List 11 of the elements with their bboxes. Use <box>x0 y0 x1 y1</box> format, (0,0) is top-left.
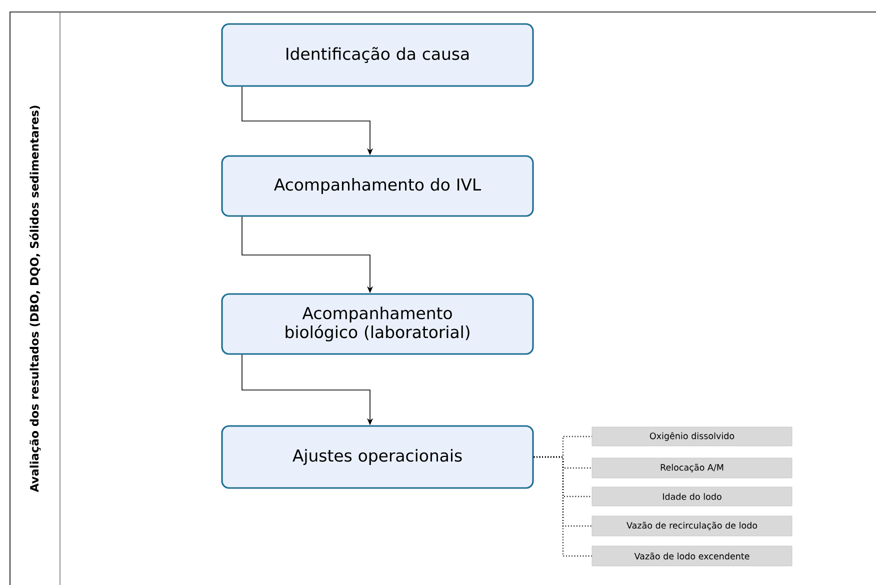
dotted-connector <box>534 456 592 557</box>
option-box: Vazão de lodo excendente <box>592 546 792 566</box>
lane-header: Avaliação dos resultados (DBO, DQO, Sólidos sedimentares) <box>29 12 60 585</box>
process-box: Acompanhamento biológico (laboratorial) <box>221 293 534 355</box>
option-box: Relocação A/M <box>592 458 792 478</box>
process-box: Identificação da causa <box>221 23 534 87</box>
option-box: Idade do lodo <box>592 486 792 506</box>
option-box: Vazão de recirculação de lodo <box>592 516 792 536</box>
process-box: Ajustes operacionais <box>221 425 534 489</box>
option-box: Oxigênio dissolvido <box>592 426 792 446</box>
process-box: Acompanhamento do IVL <box>221 155 534 217</box>
